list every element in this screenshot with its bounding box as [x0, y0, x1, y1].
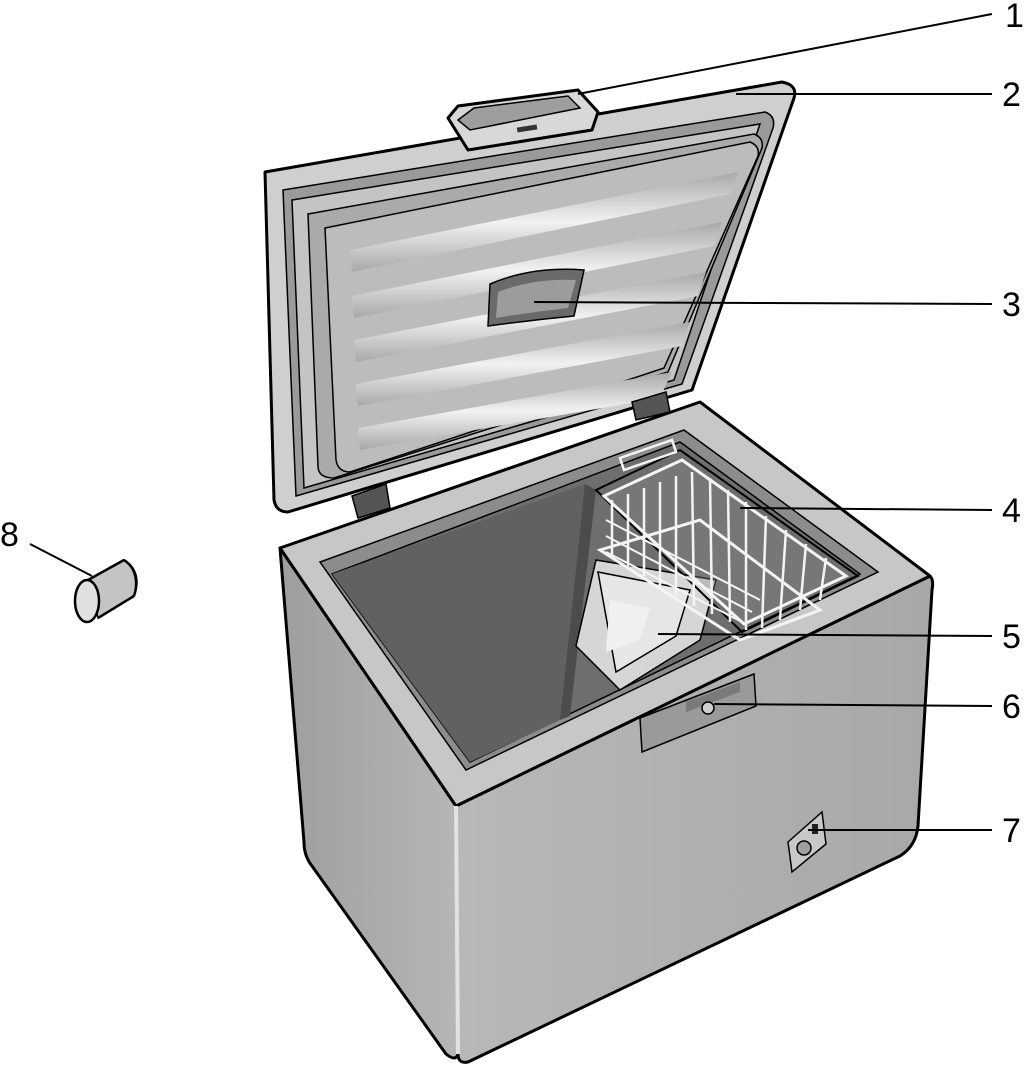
left-hinge	[351, 482, 391, 519]
leader-lines	[29, 13, 993, 831]
control-panel	[639, 672, 757, 754]
callout-3: 3	[1002, 286, 1021, 324]
callout-6: 6	[1002, 688, 1021, 726]
callout-8: 8	[0, 516, 19, 554]
callout-labels: 1 2 3 4 5 6 7 8	[0, 0, 1024, 850]
callout-5: 5	[1002, 618, 1021, 656]
callout-2: 2	[1002, 76, 1021, 114]
callout-1: 1	[1005, 0, 1024, 35]
wire-basket	[594, 438, 860, 642]
freezer-body	[278, 400, 935, 1064]
leader-5	[657, 633, 993, 637]
callout-7: 7	[1002, 812, 1021, 850]
divider-compartment	[575, 559, 717, 691]
leader-8	[29, 543, 93, 577]
side-panel	[278, 546, 460, 1060]
front-panel	[454, 574, 935, 1064]
lid-handle	[446, 88, 600, 152]
leader-4	[739, 507, 993, 511]
drain-plug-accessory	[73, 558, 138, 624]
callout-4: 4	[1002, 492, 1021, 530]
leader-6	[713, 703, 993, 707]
lid	[263, 80, 797, 519]
leader-3	[533, 301, 993, 305]
leader-1	[577, 13, 993, 95]
